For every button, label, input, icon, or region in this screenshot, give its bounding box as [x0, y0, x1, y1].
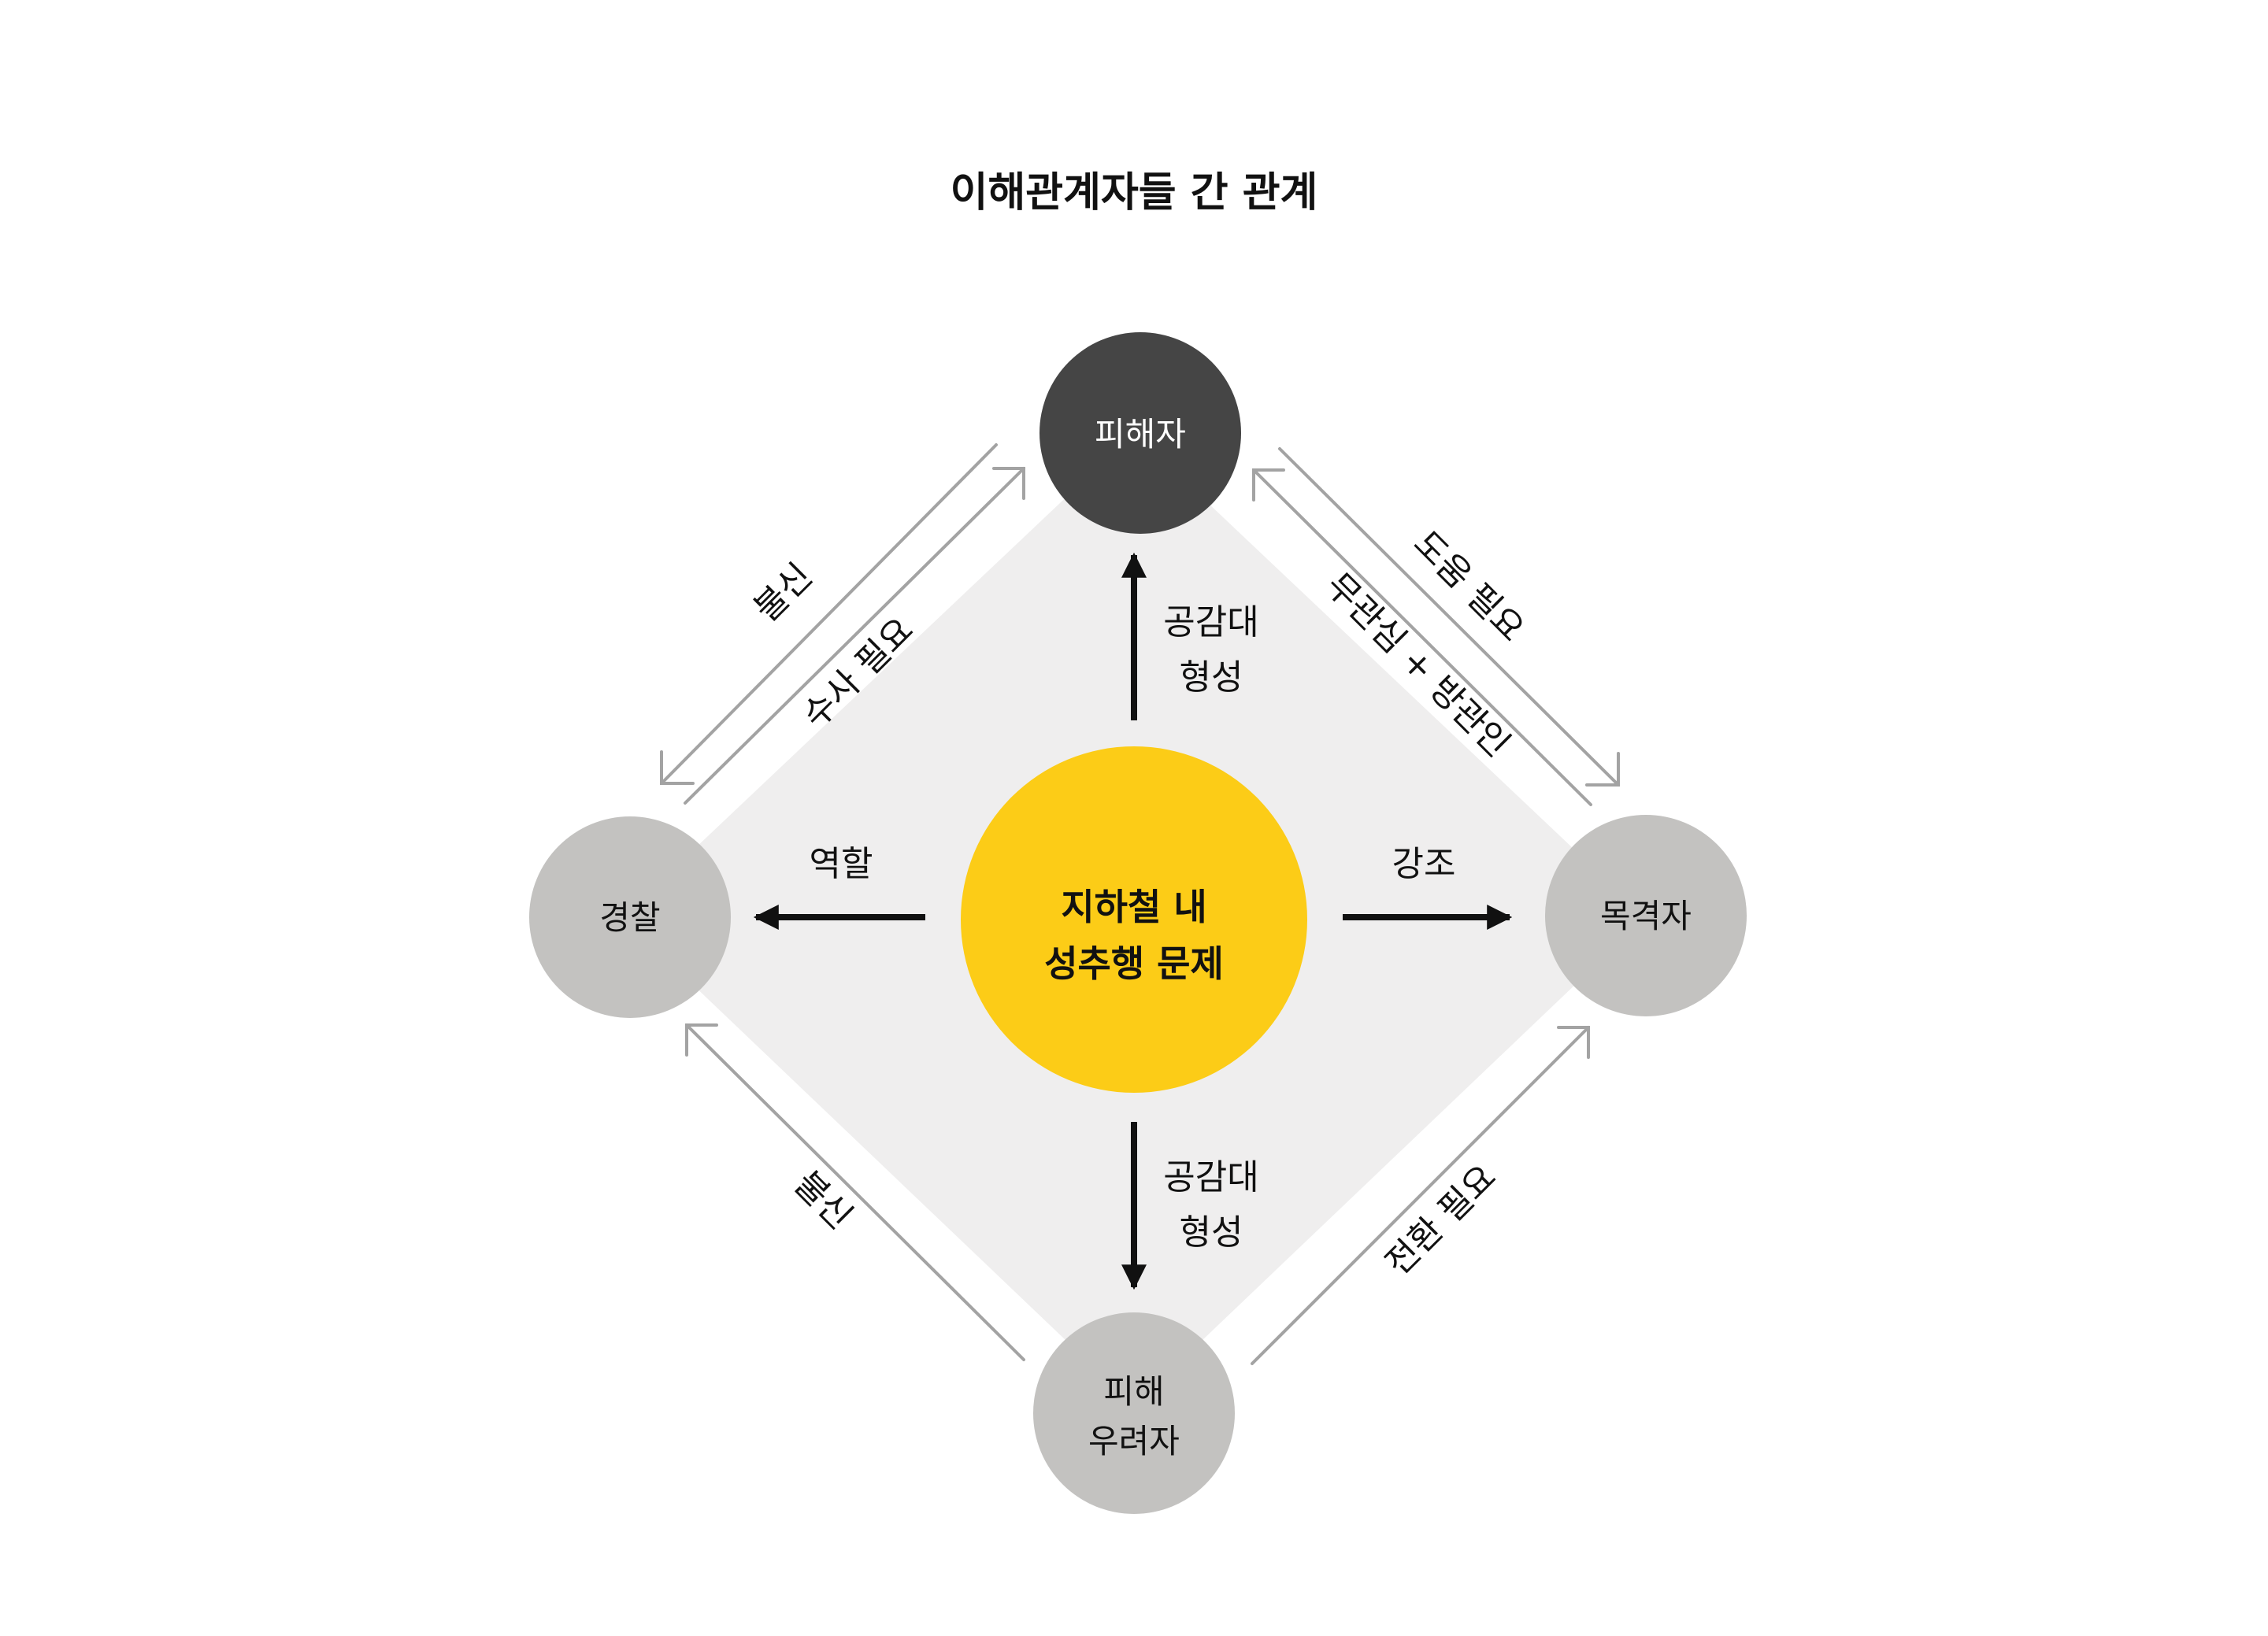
arrow-victim-to-witness [1278, 447, 1620, 787]
outer-arrows [660, 443, 1620, 1365]
police-label: 경찰 [599, 898, 660, 937]
arrow-police-to-victim [684, 467, 1025, 805]
witness-node [1545, 815, 1747, 1016]
center-label-line2: 성추행 문제 [1044, 942, 1224, 985]
label-down-line2: 형성 [1180, 1212, 1243, 1253]
victim-label: 피해자 [1095, 415, 1186, 453]
witness-label: 목격자 [1600, 897, 1692, 935]
arrow-potential-to-witness [1251, 1026, 1590, 1365]
potential-victim-node [1033, 1312, 1235, 1514]
label-victim-police-distrust: 불신 [747, 556, 820, 629]
victim-node [1040, 332, 1241, 534]
potential-victim-label-line1: 피해 [1103, 1372, 1164, 1411]
potential-victim-label-line2: 우려자 [1088, 1422, 1180, 1460]
label-up-line1: 공감대 [1163, 602, 1258, 642]
label-down-line1: 공감대 [1163, 1157, 1258, 1197]
label-victim-witness-help: 도움 필요 [1406, 524, 1532, 650]
label-up-line2: 형성 [1180, 657, 1243, 698]
police-node [529, 816, 731, 1018]
label-right-emphasis: 강조 [1392, 844, 1456, 884]
center-label-line1: 지하철 내 [1061, 886, 1206, 928]
center-issue-circle [961, 746, 1307, 1093]
label-potential-police-distrust: 불신 [787, 1164, 860, 1237]
center-arrows [753, 552, 1513, 1290]
diagram-title: 이해관계자들 간 관계 [951, 169, 1318, 217]
arrow-witness-to-victim [1252, 468, 1592, 806]
label-left-role: 역할 [810, 844, 873, 884]
arrow-potential-to-police [685, 1023, 1025, 1361]
arrow-victim-to-police [660, 443, 998, 785]
